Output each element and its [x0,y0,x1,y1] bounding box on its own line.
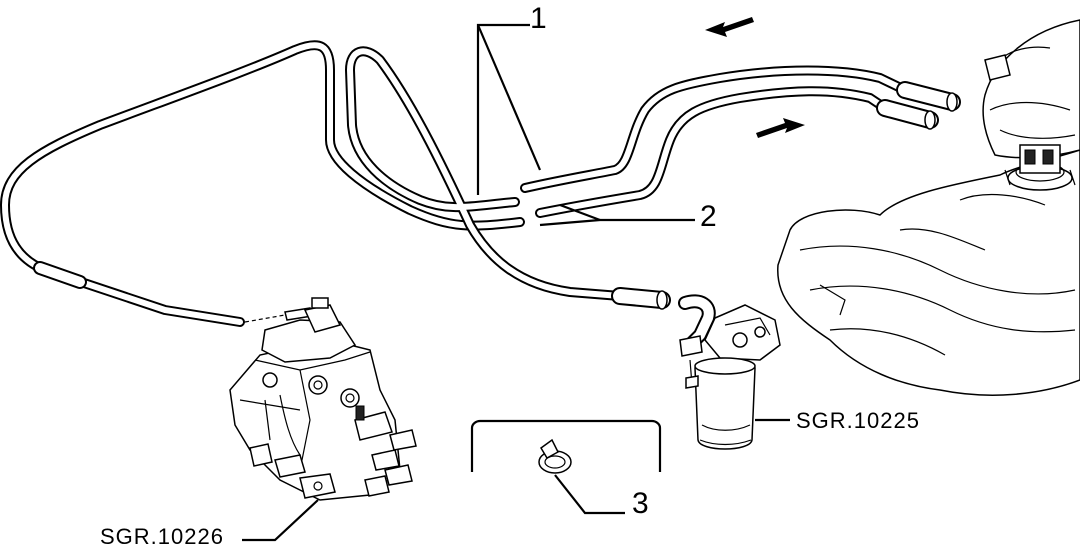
callout-2: 2 [700,200,717,233]
fuel-pipe-1-left-loop [0,40,525,327]
filter-reference: SGR.10225 [796,408,920,433]
fuel-pipe-2-upper [520,65,961,193]
arrow-right-icon [756,118,805,138]
injection-pump [229,297,417,501]
fuel-pipe-1-center-loop [345,46,671,310]
callout-1: 1 [530,2,547,35]
fuel-pipe-2-lower [535,86,939,218]
pump-reference: SGR.10226 [100,524,224,545]
leader-lines [242,23,790,542]
hose-clamp [470,419,662,474]
fuel-filter [678,294,781,450]
callout-3: 3 [632,487,649,520]
fuel-tank [777,19,1080,396]
arrow-left-icon [705,17,754,37]
